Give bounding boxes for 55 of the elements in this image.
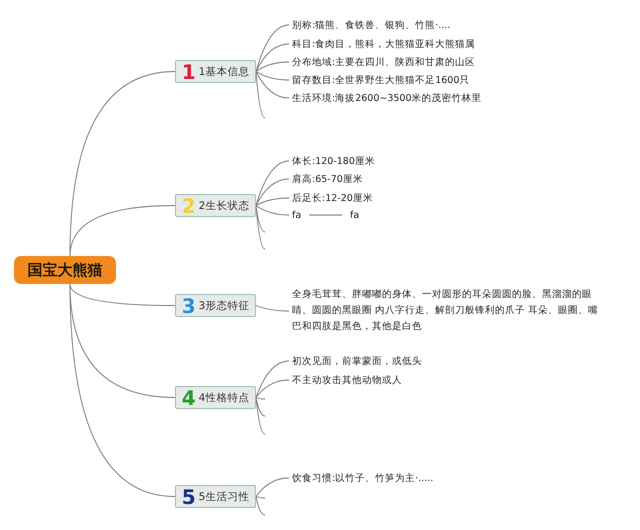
topic-text: 后足长:12-20厘米 [292,192,373,204]
topic-box [175,485,256,508]
connector-line [256,198,290,206]
topic-label: 3形态特征 [198,298,250,312]
branch-line [70,284,176,306]
connector-line [256,305,290,312]
topic-number: 5 [182,486,196,508]
connector-line [308,214,342,216]
topic-box [175,60,256,83]
connector-line [256,205,266,250]
connector-line [256,178,290,206]
topic-number: 3 [182,294,196,316]
topic-text: 留存数目:全世界野生大熊猫不足1600只 [292,74,470,86]
connector-line [256,496,266,498]
connector-line [256,360,290,398]
topic-label: 5生活习性 [198,490,250,504]
connector-line [256,44,290,72]
topic-label: 2生长状态 [198,198,250,212]
topic-label: 4性格特点 [198,390,250,404]
connector-line [256,397,266,434]
topic-text: 科目:食肉目，熊科，大熊猫亚科大熊猫属 [292,38,476,50]
topic-number: 1 [182,60,196,82]
connector-line [256,62,290,72]
topic-text: 分布地域:主要在四川、陕西和甘肃的山区 [292,56,476,68]
connector-line [256,380,290,398]
connector-line [256,71,266,118]
topic-text: fa [350,208,360,222]
connector-line [256,478,290,497]
root-topic: 国宝大熊猫 [14,256,116,284]
connector-line [256,205,266,232]
connector-line [256,71,290,98]
branch-line [70,205,176,256]
connector-line [256,160,290,206]
topic-text: 别称:猫熊、食铁兽、银狗、竹熊·.... [292,18,450,32]
topic-text: 不主动攻击其他动物或人 [292,374,402,386]
topic-box [175,386,256,409]
connector-line [256,24,290,72]
topic-box [175,194,256,217]
topic-number: 4 [182,386,196,408]
connector-line [256,205,290,216]
topic-text: 肩高:65-70厘米 [292,172,363,186]
topic-box [175,294,256,317]
topic-number: 2 [182,194,196,216]
topic-text: 体长:120-180厘米 [292,154,375,168]
connector-line [256,397,266,400]
connector-line [256,397,266,416]
topic-text: fa [292,208,302,222]
connector-line [256,71,290,80]
topic-text: 饮食习惯:以竹子、竹笋为主·..... [292,472,434,484]
topic-text: 初次见面，前掌蒙面，或低头 [292,354,422,368]
connector-line [256,496,266,516]
topic-text: 生活环境:海拔2600~3500米的茂密竹林里 [292,92,482,104]
branch-line [70,284,176,497]
topic-text: 全身毛茸茸、胖嘟嘟的身体、一对圆形的耳朵圆圆的脸、黑溜溜的眼睛、圆圆的黑眼圈 内八字行走、解剖刀般锋利的爪子 耳朵、眼圈、嘴巴和四肢是黑色，其他是白色 [292,287,602,335]
topic-label: 1基本信息 [198,64,250,78]
